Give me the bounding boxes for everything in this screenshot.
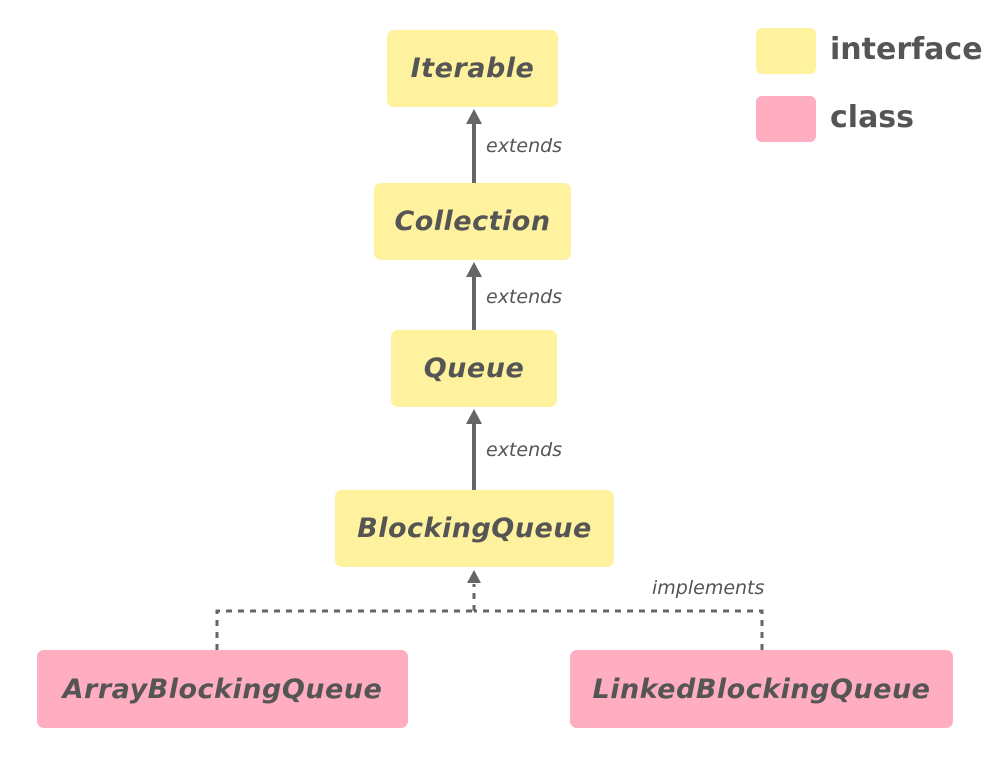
implements-line-linked bbox=[474, 609, 764, 650]
node-iterable: Iterable bbox=[387, 30, 558, 107]
node-array-blocking-queue-label: ArrayBlockingQueue bbox=[62, 673, 383, 705]
node-blocking-queue: BlockingQueue bbox=[335, 490, 614, 567]
edge-label-extends-1: extends bbox=[486, 135, 563, 157]
legend-interface-label: interface bbox=[830, 32, 983, 67]
node-queue: Queue bbox=[391, 330, 557, 407]
implements-connector bbox=[215, 584, 764, 650]
edge-label-extends-2: extends bbox=[486, 286, 563, 308]
legend-class-swatch bbox=[756, 96, 816, 142]
extends-arrow-queue-collection bbox=[466, 262, 482, 330]
node-queue-label: Queue bbox=[423, 353, 525, 384]
node-collection-label: Collection bbox=[394, 206, 551, 237]
edge-label-implements: implements bbox=[652, 577, 765, 599]
legend-interface-swatch bbox=[756, 28, 816, 74]
node-blocking-queue-label: BlockingQueue bbox=[357, 513, 592, 544]
implements-line-array bbox=[215, 609, 474, 650]
node-collection: Collection bbox=[374, 183, 571, 260]
extends-arrow-blockingqueue-queue bbox=[466, 409, 482, 490]
implements-arrowhead bbox=[467, 570, 481, 583]
node-array-blocking-queue: ArrayBlockingQueue bbox=[37, 650, 408, 728]
node-linked-blocking-queue: LinkedBlockingQueue bbox=[570, 650, 953, 728]
legend-class-label: class bbox=[830, 100, 915, 135]
extends-arrow-collection-iterable bbox=[466, 109, 482, 183]
edge-label-extends-3: extends bbox=[486, 439, 563, 461]
node-iterable-label: Iterable bbox=[410, 53, 535, 84]
node-linked-blocking-queue-label: LinkedBlockingQueue bbox=[592, 673, 931, 705]
